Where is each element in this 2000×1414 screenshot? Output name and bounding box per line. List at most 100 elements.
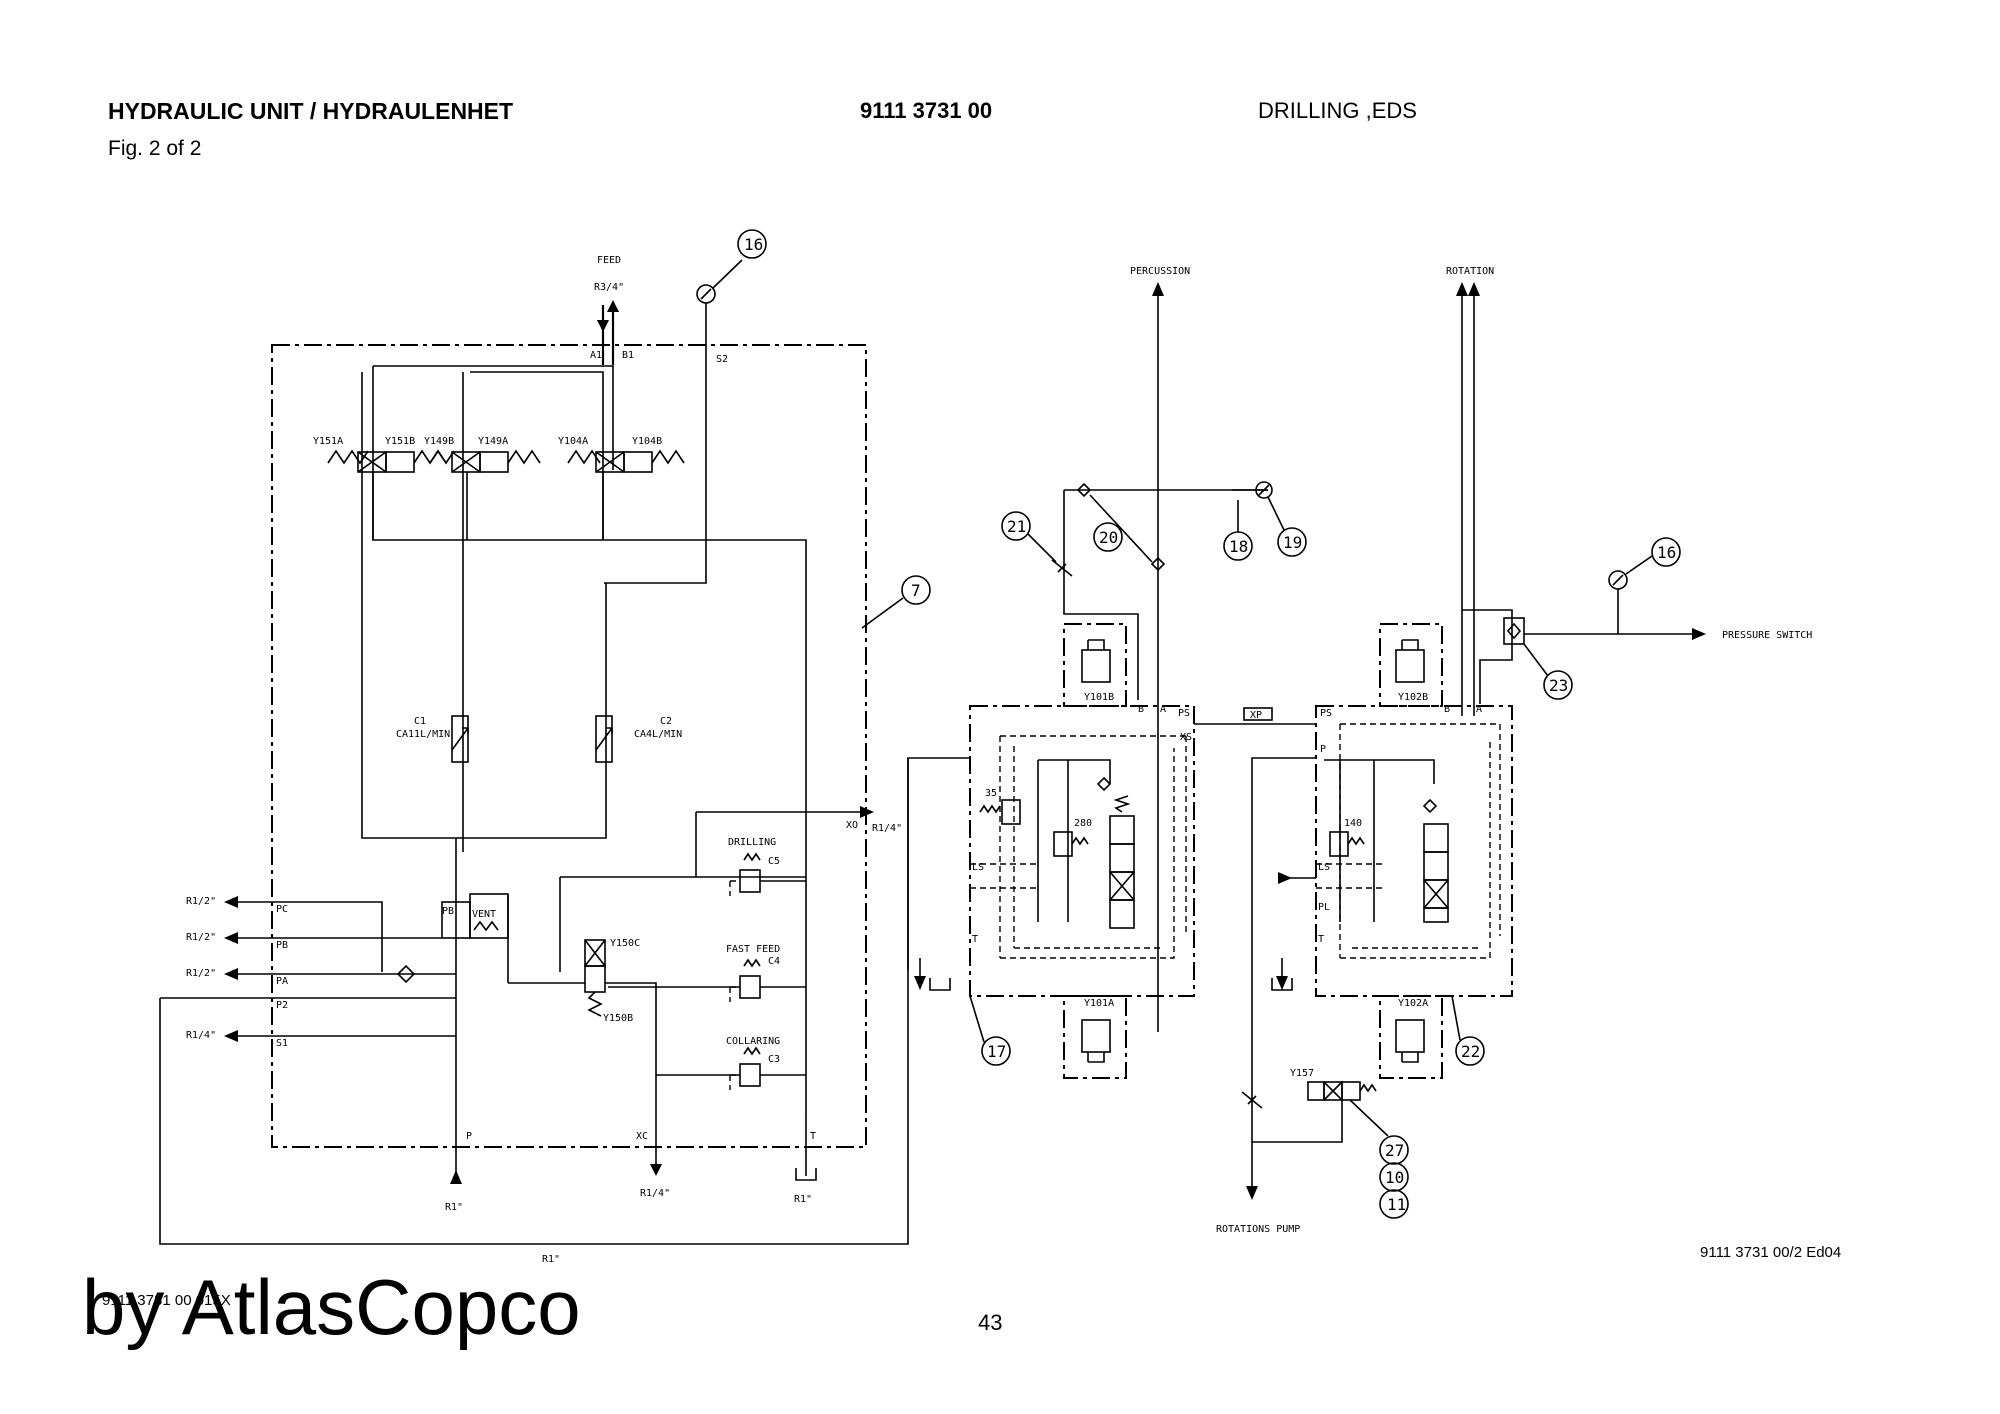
port-xc-size: R1/4" — [640, 1188, 670, 1199]
pressure-gauge-19 — [1255, 481, 1273, 499]
rotations-pump-label: ROTATIONS PUMP — [1216, 1224, 1300, 1235]
svg-text:16: 16 — [1657, 543, 1676, 562]
check-valve-23 — [1506, 622, 1522, 640]
hydraulic-unit-frame — [271, 344, 867, 1148]
svg-text:7: 7 — [911, 581, 921, 600]
port-pa-size: R1/2" — [186, 968, 216, 979]
callout-16-right — [1651, 537, 1681, 567]
pressure-switch-label: PRESSURE SWITCH — [1722, 630, 1812, 641]
valve-y149a-label: Y149A — [478, 436, 508, 447]
callout-17 — [981, 1036, 1011, 1066]
port-p-right-label: P — [1320, 744, 1326, 755]
valve-y151b-label: Y151B — [385, 436, 415, 447]
callout-23 — [1543, 670, 1573, 700]
svg-text:16: 16 — [744, 235, 763, 254]
port-xp-label: XP — [1250, 710, 1262, 721]
valve-y104 — [567, 449, 685, 473]
throttle-c2-flow: CA4L/MIN — [634, 729, 682, 740]
edition-number: 9111 3731 00/2 Ed04 — [1700, 1244, 1842, 1261]
solenoid-y101b-label: Y101B — [1084, 692, 1114, 703]
throttle-c1-label: C1 — [414, 716, 426, 727]
valve-280 — [1053, 831, 1089, 857]
svg-text:19: 19 — [1283, 533, 1302, 552]
callout-21 — [1001, 511, 1031, 541]
valve-y149 — [429, 449, 541, 473]
svg-text:21: 21 — [1007, 517, 1026, 536]
port-p-label: P — [466, 1131, 472, 1142]
port-xo-label: XO — [846, 820, 858, 831]
callout-22 — [1455, 1036, 1485, 1066]
port-ls-left-label: LS — [972, 862, 984, 873]
main-valve-rotation — [1423, 823, 1449, 923]
part-number: 9111 3731 00 — [860, 98, 993, 123]
port-xo-size: R1/4" — [872, 823, 902, 834]
port-s2-label: S2 — [716, 354, 728, 365]
throttle-c2-label: C2 — [660, 716, 672, 727]
svg-text:20: 20 — [1099, 528, 1118, 547]
port-s1-size: R1/4" — [186, 1030, 216, 1041]
valve-35 — [979, 799, 1021, 825]
svg-text:18: 18 — [1229, 537, 1248, 556]
port-b-right-label: B — [1444, 704, 1450, 715]
svg-text:11: 11 — [1387, 1195, 1406, 1214]
valve-y157-label: Y157 — [1290, 1068, 1314, 1079]
brand-watermark: by AtlasCopco — [82, 1263, 581, 1351]
solenoid-y101b-frame — [1063, 623, 1127, 707]
solenoid-y102b — [1395, 639, 1425, 683]
drilling-label: DRILLING — [728, 837, 776, 848]
port-t-right-label: T — [1318, 934, 1324, 945]
valve-y104b-label: Y104B — [632, 436, 662, 447]
throttle-y157 — [1241, 1091, 1263, 1109]
section-title: DRILLING ,EDS — [1258, 98, 1417, 123]
pressure-valve-c3 — [729, 1046, 761, 1090]
check-valve-20a — [1076, 482, 1092, 498]
callout-19 — [1277, 527, 1307, 557]
svg-text:22: 22 — [1461, 1042, 1480, 1061]
svg-text:10: 10 — [1385, 1168, 1404, 1187]
port-pl-label: PL — [1318, 902, 1330, 913]
solenoid-y101a — [1081, 1019, 1111, 1063]
throttle-21 — [1051, 559, 1073, 577]
comp-pb-label: PB — [442, 906, 454, 917]
c5-label: C5 — [768, 856, 780, 867]
port-pb-size: R1/2" — [186, 932, 216, 943]
solenoid-y102b-frame — [1379, 623, 1443, 707]
solenoid-y101b — [1081, 639, 1111, 683]
callout-16-left — [737, 229, 767, 259]
c4-label: C4 — [768, 956, 780, 967]
port-t-size: R1" — [794, 1194, 812, 1205]
valve-y151a-label: Y151A — [313, 436, 343, 447]
port-a-left-label: A — [1160, 704, 1166, 715]
valve-140 — [1329, 831, 1365, 857]
pressure-valve-c5 — [729, 852, 761, 896]
solenoid-y102a-frame — [1379, 995, 1443, 1079]
check-valve-rot — [1422, 798, 1438, 814]
port-p2-label: P2 — [276, 1000, 288, 1011]
solenoid-y102a — [1395, 1019, 1425, 1063]
svg-text:17: 17 — [987, 1042, 1006, 1061]
svg-text:27: 27 — [1385, 1141, 1404, 1160]
port-t-label: T — [810, 1131, 816, 1142]
solenoid-y102a-label: Y102A — [1398, 998, 1428, 1009]
check-valve-perc — [1096, 776, 1112, 792]
port-p-size: R1" — [445, 1202, 463, 1213]
pressure-switch-body — [1503, 617, 1525, 645]
throttle-c1-flow: CA11L/MIN — [396, 729, 450, 740]
check-valve-pa — [396, 964, 416, 984]
page-title: HYDRAULIC UNIT / HYDRAULENHET — [108, 98, 514, 124]
port-b-left-label: B — [1138, 704, 1144, 715]
percussion-valve-block — [969, 705, 1195, 997]
valve-y149b-label: Y149B — [424, 436, 454, 447]
callout-20 — [1093, 522, 1123, 552]
port-t-left-label: T — [972, 934, 978, 945]
figure-number: Fig. 2 of 2 — [108, 137, 202, 160]
feed-port-label: R3/4" — [594, 282, 624, 293]
port-pc-label: PC — [276, 904, 288, 915]
callout-27 — [1379, 1135, 1409, 1165]
check-valve-20b — [1150, 556, 1166, 572]
document-reference: 9111 3731 00 015X — [102, 1292, 231, 1309]
throttle-c1 — [451, 715, 469, 763]
port-xc-label: XC — [636, 1131, 648, 1142]
pressure-valve-c4 — [729, 958, 761, 1002]
